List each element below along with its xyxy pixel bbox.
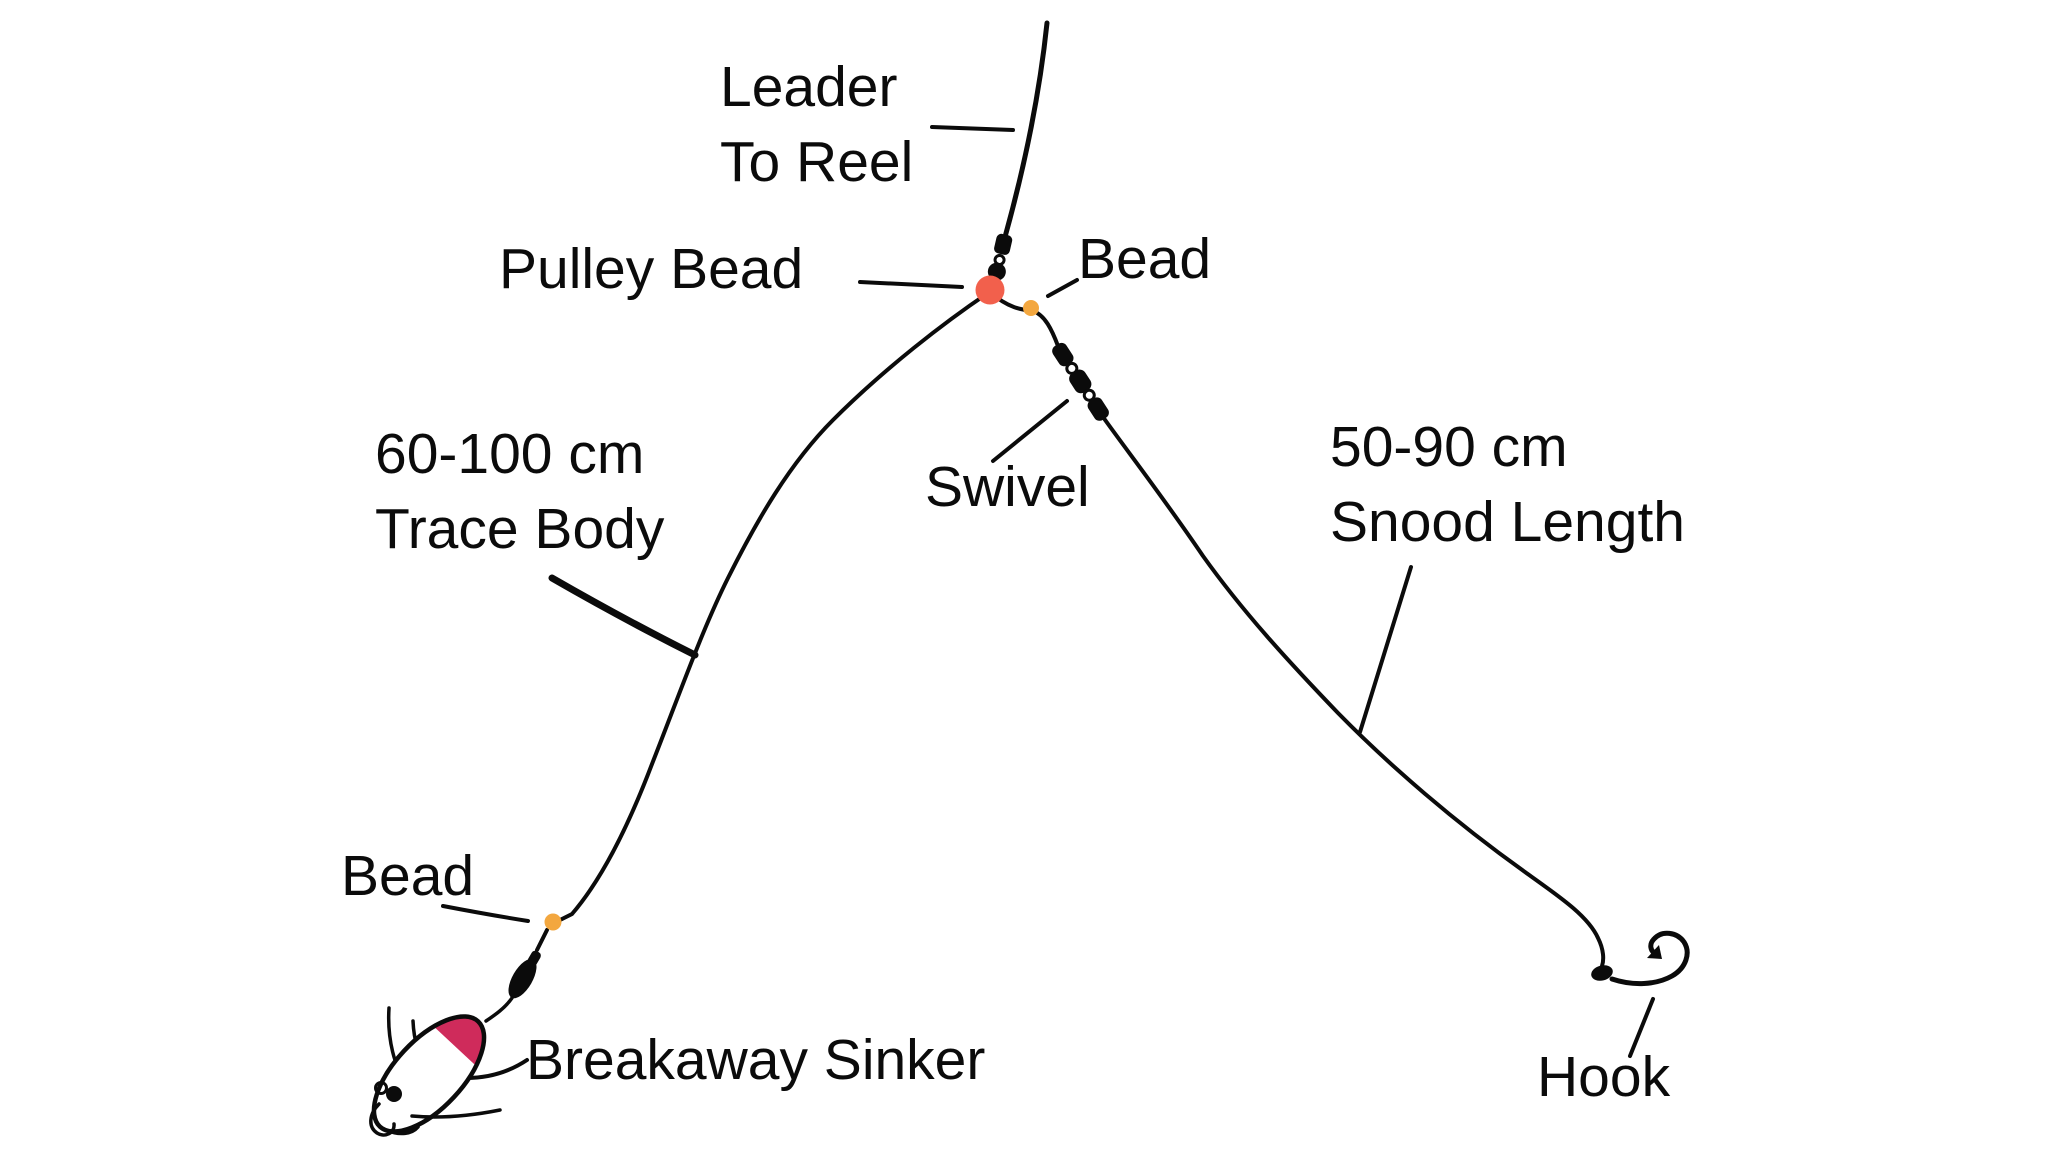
- label-leader-to-reel: Leader To Reel: [720, 55, 914, 194]
- trace-body-line: [556, 291, 990, 923]
- leader-pointer-line: [930, 125, 1015, 132]
- label-snood-length: 50-90 cm Snood Length: [1330, 415, 1685, 554]
- label-breakaway-sinker: Breakaway Sinker: [526, 1028, 986, 1092]
- top-swivel: [987, 233, 1013, 281]
- breakaway-sinker: [369, 1006, 502, 1137]
- label-bead-top: Bead: [1078, 227, 1212, 291]
- hook: [1591, 930, 1690, 986]
- label-pulley-bead: Pulley Bead: [499, 237, 804, 301]
- label-bead-bottom: Bead: [341, 844, 475, 908]
- bead-bottom-pointer-line: [441, 904, 530, 923]
- swivel: [1052, 342, 1109, 421]
- hook-pointer-line: [1628, 997, 1655, 1058]
- snood-pointer-line: [1358, 565, 1413, 734]
- sinker-pointer-line: [464, 1058, 529, 1080]
- pulley-bead-pointer-line: [858, 280, 964, 289]
- trace-line-below-bead: [535, 928, 549, 952]
- bead-top: [1023, 300, 1039, 316]
- bead-top-pointer-line: [1046, 278, 1079, 298]
- hook-curve: [1609, 930, 1690, 986]
- trace-body-pointer-line: [548, 574, 699, 659]
- clip-to-sinker-line: [484, 996, 514, 1023]
- sinker-bottom-wire: [410, 1108, 502, 1119]
- bead-bottom: [544, 913, 562, 931]
- snood-line: [1101, 415, 1606, 968]
- label-trace-body: 60-100 cm Trace Body: [375, 422, 665, 561]
- pulley-bead: [975, 275, 1005, 305]
- label-hook: Hook: [1537, 1045, 1671, 1109]
- leader-line: [1002, 20, 1050, 240]
- swivel-pointer-line: [991, 399, 1069, 463]
- sinker-eye: [386, 1086, 402, 1102]
- sinker-tail-wire: [384, 1125, 420, 1136]
- hook-barb: [1647, 945, 1662, 959]
- sinker-clip: [508, 950, 541, 999]
- label-swivel: Swivel: [925, 455, 1090, 519]
- sinker-eye-ring: [374, 1081, 388, 1095]
- hook-knot: [1591, 965, 1613, 981]
